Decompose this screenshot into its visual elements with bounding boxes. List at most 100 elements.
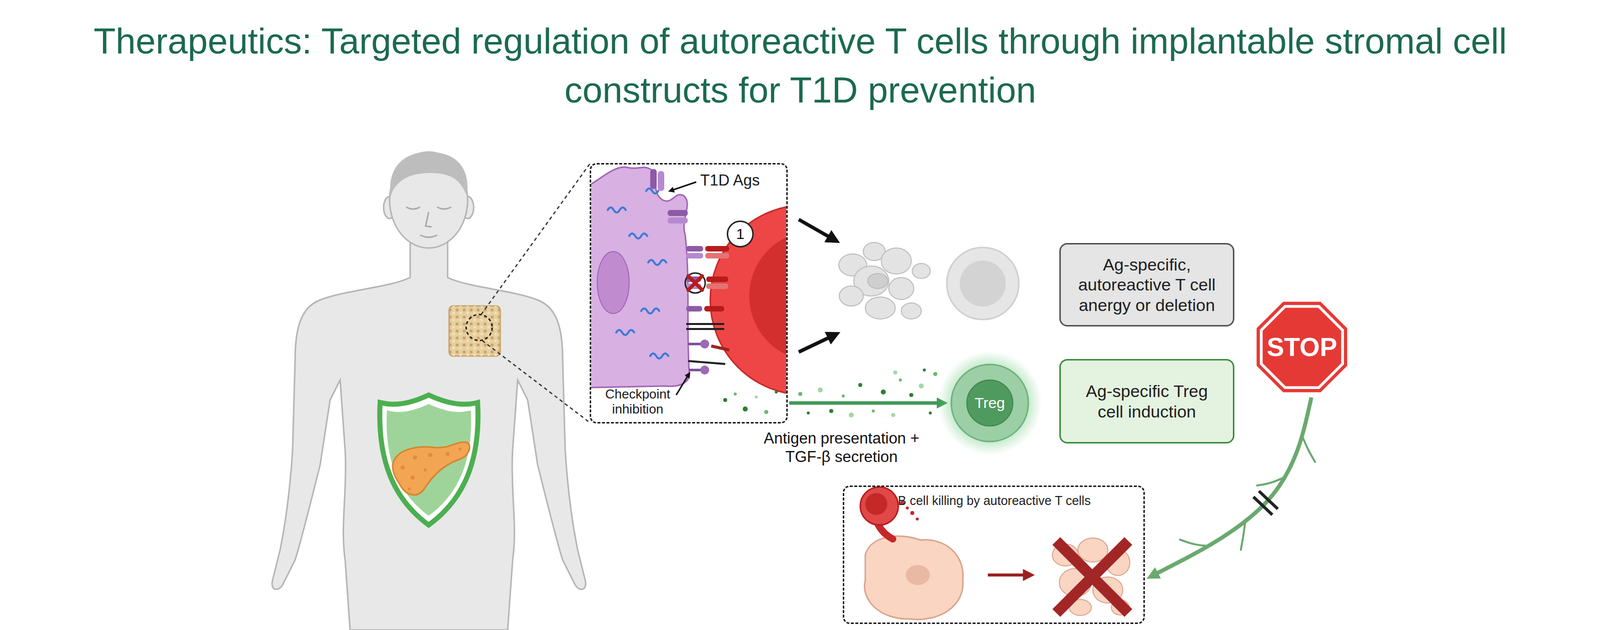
texture-dot (423, 468, 427, 472)
dot (733, 392, 737, 396)
tcr (705, 246, 730, 252)
human-figure (272, 152, 586, 630)
tcr (706, 276, 729, 283)
tcr (705, 253, 730, 259)
texture-dot (458, 447, 462, 451)
dot (922, 368, 926, 372)
checkpoint-antibody (688, 361, 726, 365)
outcome-box: Ag-specific Treg cell induction (1059, 359, 1235, 444)
texture-dot (445, 452, 450, 457)
checkpoint-antibody (686, 328, 725, 331)
antigen (650, 353, 669, 359)
inset-box: T1D AgsCheckpoint inhibition1 (589, 163, 788, 424)
octagon-face (1262, 307, 1341, 387)
dot (723, 398, 728, 403)
branch-twig (1301, 436, 1315, 463)
outcome-arrow (798, 337, 831, 353)
dot (774, 390, 778, 394)
cell-body (951, 364, 1029, 442)
zoom-circle (466, 314, 493, 341)
t-cell (710, 205, 787, 396)
tcr (704, 306, 725, 312)
outcome-box: Ag-specific, autoreactive T cell anergy … (1059, 243, 1235, 327)
nucleus (597, 251, 630, 314)
cell-nucleus (966, 380, 1013, 427)
leader-arrow (676, 376, 688, 396)
fragment-core (867, 273, 888, 289)
fragment (839, 286, 864, 307)
checkpoint-receptor (711, 346, 730, 351)
texture-dot (400, 465, 405, 470)
shield-fill (386, 404, 472, 517)
fragment (888, 277, 914, 300)
fragment (912, 263, 931, 279)
texture-dot (428, 453, 433, 458)
cell-glow (937, 351, 1042, 456)
checkpoint-label: Checkpoint inhibition (595, 387, 681, 418)
pancreas-texture (400, 447, 462, 491)
antigen (629, 233, 648, 239)
block-circle (685, 273, 706, 294)
granule (915, 517, 919, 521)
antigen (648, 260, 667, 266)
mhc (686, 246, 704, 252)
cell-body (946, 247, 1019, 320)
dot (848, 412, 854, 418)
box-text: Ag-specific Treg cell induction (1070, 381, 1223, 422)
pancreas (392, 442, 470, 496)
anergic-cell (946, 247, 1019, 320)
inset-box: B cell killing by autoreactive T cells (842, 485, 1145, 625)
box-text: Ag-specific, autoreactive T cell anergy … (1070, 254, 1223, 315)
antigens (607, 188, 669, 359)
fragment (865, 297, 896, 320)
granule (910, 511, 915, 516)
beta-cell (864, 536, 963, 620)
secreted-dots (723, 368, 938, 418)
block-mark (1253, 497, 1273, 516)
texture-dot (410, 475, 415, 480)
dot (933, 372, 938, 377)
dot (742, 406, 748, 412)
callout-number: 1 (736, 225, 745, 243)
antigen (646, 188, 659, 194)
dot (909, 393, 914, 398)
inset-caption: B cell killing by autoreactive T cells (889, 493, 1100, 509)
body-silhouette (272, 240, 586, 630)
checkpoint-ligand (688, 343, 703, 346)
mhc (667, 210, 688, 217)
dot (858, 383, 863, 388)
outcome-arrow (798, 219, 831, 238)
dot (871, 409, 875, 413)
destroyed-cell (1052, 538, 1130, 616)
dot (754, 395, 758, 399)
inset-illustration (591, 167, 787, 396)
mhc-molecules (650, 169, 730, 375)
cross-mark (1056, 541, 1129, 614)
antigen (607, 207, 626, 213)
dot (806, 411, 810, 415)
branch-twig (1179, 539, 1209, 547)
killer-t-cell (860, 487, 899, 526)
head (389, 152, 468, 249)
dot (764, 410, 769, 415)
branch-twig (1240, 521, 1246, 550)
fragment (901, 303, 922, 320)
connector-arrow (789, 401, 939, 406)
octagon-border (1259, 305, 1344, 390)
texture-dot (407, 487, 411, 491)
apoptotic-cell (838, 242, 931, 320)
stromal-cell (591, 167, 690, 388)
t-cell-nucleus (749, 231, 787, 362)
checkpoint-ligand (700, 365, 710, 375)
beta-nucleus (905, 565, 930, 586)
dot (891, 413, 896, 418)
dot (817, 387, 823, 393)
implant-patch (449, 164, 590, 423)
cell-label: Treg (974, 394, 1006, 412)
mhc (667, 217, 688, 224)
callout-circle: 1 (726, 220, 754, 248)
edge-label: Antigen presentation + TGF-β secretion (756, 429, 927, 467)
dot (918, 383, 924, 389)
texture-dot (413, 455, 418, 460)
